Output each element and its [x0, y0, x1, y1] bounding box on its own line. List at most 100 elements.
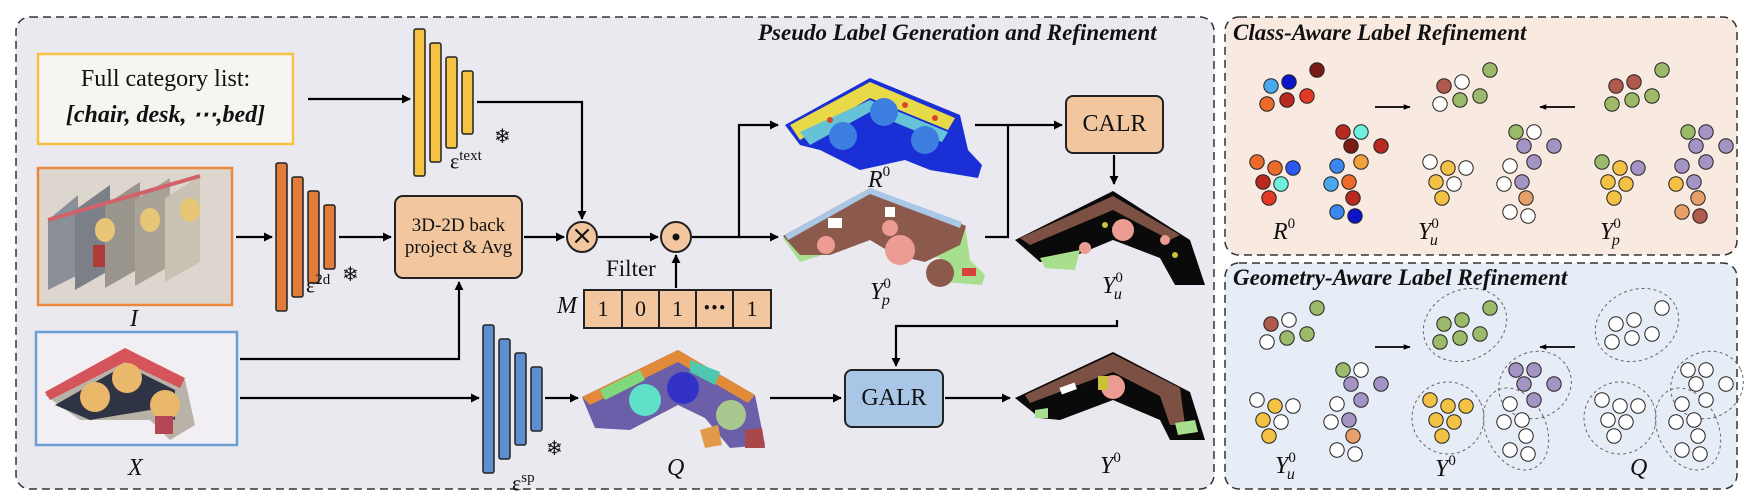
point-dot	[1496, 176, 1512, 192]
label-sup: 0	[1115, 270, 1123, 286]
mask-vector	[583, 289, 772, 329]
point-dot	[1608, 316, 1624, 332]
point-dot	[1482, 300, 1498, 316]
class-yp0-label: Y0p	[1600, 216, 1621, 250]
point-dot	[1680, 362, 1696, 378]
r0-heatmap	[785, 78, 982, 178]
point-dot	[1273, 176, 1289, 192]
backproject-line2: project & Avg	[404, 237, 513, 258]
point-dot	[1674, 158, 1690, 174]
point-dot	[1259, 96, 1275, 112]
point-dot	[1432, 96, 1448, 112]
backproject-line1: 3D-2D back	[411, 215, 506, 237]
point-dot	[1690, 428, 1706, 444]
superpoint-region	[1654, 387, 1722, 471]
image-encoder-label: ε2d	[306, 272, 330, 298]
label-sup: 0	[1431, 216, 1439, 232]
yu0-segmentation	[1015, 191, 1205, 285]
point-dot	[1526, 392, 1542, 408]
geometry-aware-title: Geometry-Aware Label Refinement	[1233, 265, 1568, 290]
point-dot	[1309, 62, 1325, 78]
label-base: Y	[1435, 456, 1449, 482]
mask-label: M	[557, 293, 577, 319]
mask-cell: •••	[702, 301, 726, 316]
point-dot	[1353, 392, 1369, 408]
point-dot	[1341, 174, 1357, 190]
label-sub: p	[881, 291, 890, 309]
images-label: I	[130, 306, 138, 332]
point-dot	[1630, 398, 1646, 414]
epsilon-symbol: ε	[450, 148, 460, 174]
point-dot	[1345, 428, 1361, 444]
point-dot	[1514, 174, 1530, 190]
point-dot	[1323, 414, 1339, 430]
point-dot	[1606, 428, 1622, 444]
point-dot	[1546, 138, 1562, 154]
point-dot	[1343, 138, 1359, 154]
class-r0-label: R0	[1273, 216, 1295, 246]
label-base: Y	[1100, 453, 1114, 479]
point-dot	[1604, 96, 1620, 112]
multiply-operator	[566, 221, 598, 253]
point-dot	[1434, 190, 1450, 206]
category-list-box	[36, 52, 295, 146]
pointcloud-label: X	[128, 455, 143, 481]
point-dot	[1255, 174, 1271, 190]
point-dot	[1261, 190, 1277, 206]
point-dot	[1329, 204, 1345, 220]
point-dot	[1526, 124, 1542, 140]
q-label: Q	[667, 455, 685, 481]
point-dot	[1624, 92, 1640, 108]
point-dot	[1428, 174, 1444, 190]
point-dot	[1686, 412, 1702, 428]
point-dot	[1668, 176, 1684, 192]
superpoint-region	[1583, 381, 1657, 455]
yp0-label: Y0p	[870, 276, 891, 310]
superpoint-region	[1411, 381, 1485, 455]
image-frames	[47, 174, 201, 290]
y0-label: Y0	[1100, 450, 1121, 480]
point-dot	[1654, 62, 1670, 78]
point-dot	[1674, 204, 1690, 220]
connectors	[236, 94, 1119, 403]
point-dot	[1285, 160, 1301, 176]
encoder-superscript: 2d	[315, 272, 331, 288]
point-dot	[1692, 208, 1708, 224]
point-dot	[1654, 300, 1670, 316]
geo-q-label: Q	[1630, 455, 1648, 481]
label-sup: 0	[1613, 216, 1621, 232]
label-sup: 0	[1288, 450, 1296, 466]
point-dot	[1502, 442, 1518, 458]
point-dot	[1674, 442, 1690, 458]
point-dot	[1600, 174, 1616, 190]
point-dot	[1267, 160, 1283, 176]
galr-block	[844, 369, 944, 428]
point-dot	[1452, 92, 1468, 108]
point-dot	[1373, 138, 1389, 154]
point-dot	[1299, 88, 1315, 104]
encoder-superscript: text	[459, 148, 482, 164]
point-dot	[1644, 88, 1660, 104]
point-dot	[1255, 412, 1271, 428]
point-dot	[1526, 362, 1542, 378]
point-dot	[1267, 398, 1283, 414]
point-dot	[1698, 154, 1714, 170]
label-base: Y	[870, 279, 884, 305]
superpoint-regions	[1411, 287, 1744, 471]
point-dot	[1514, 412, 1530, 428]
calr-block	[1065, 95, 1164, 154]
point-dot	[1668, 414, 1684, 430]
point-dot	[1353, 154, 1369, 170]
geo-y0-label: Y0	[1435, 453, 1456, 483]
point-dot	[1680, 124, 1696, 140]
image-encoder	[275, 162, 336, 312]
point-dot	[1520, 208, 1536, 224]
label-base: Y	[1418, 219, 1432, 245]
backproject-block	[394, 195, 523, 279]
label-sub: p	[1611, 231, 1620, 249]
point-dot	[1452, 330, 1468, 346]
point-dot	[1674, 396, 1690, 412]
point-dot	[1335, 124, 1351, 140]
point-dot	[1299, 326, 1315, 342]
